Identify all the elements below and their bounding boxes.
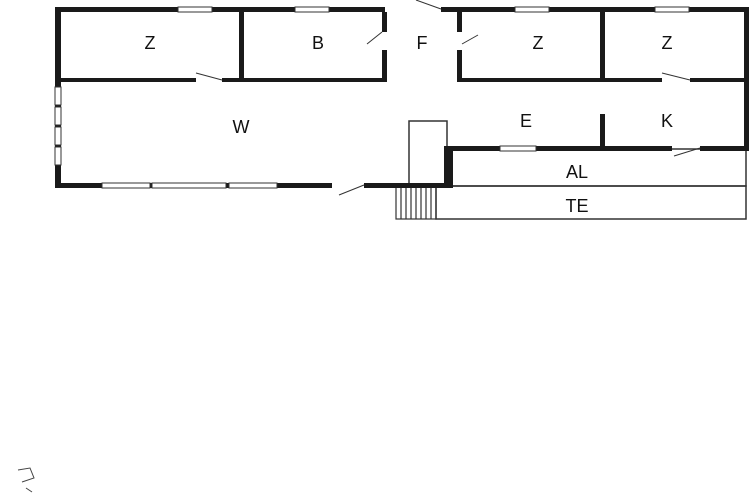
room-label-z-1: Z: [145, 33, 156, 53]
alcove-outline: [449, 148, 747, 187]
room-label-f: F: [417, 33, 428, 53]
room-label-te: TE: [565, 196, 588, 216]
interior-walls: [61, 12, 749, 146]
room-label-k: K: [661, 111, 673, 131]
room-label-al: AL: [566, 162, 588, 182]
exterior-walls: [55, 7, 749, 188]
room-label-w: W: [233, 117, 250, 137]
door-swings: [195, 0, 701, 196]
entrance-stairs: [395, 185, 437, 220]
chimney: [408, 120, 448, 185]
terrace-outline: [435, 185, 747, 220]
room-label-z-2: Z: [533, 33, 544, 53]
room-label-e: E: [520, 111, 532, 131]
stray-mark: [17, 467, 35, 493]
room-label-z-3: Z: [662, 33, 673, 53]
windows: [54, 6, 690, 189]
room-label-b: B: [312, 33, 324, 53]
